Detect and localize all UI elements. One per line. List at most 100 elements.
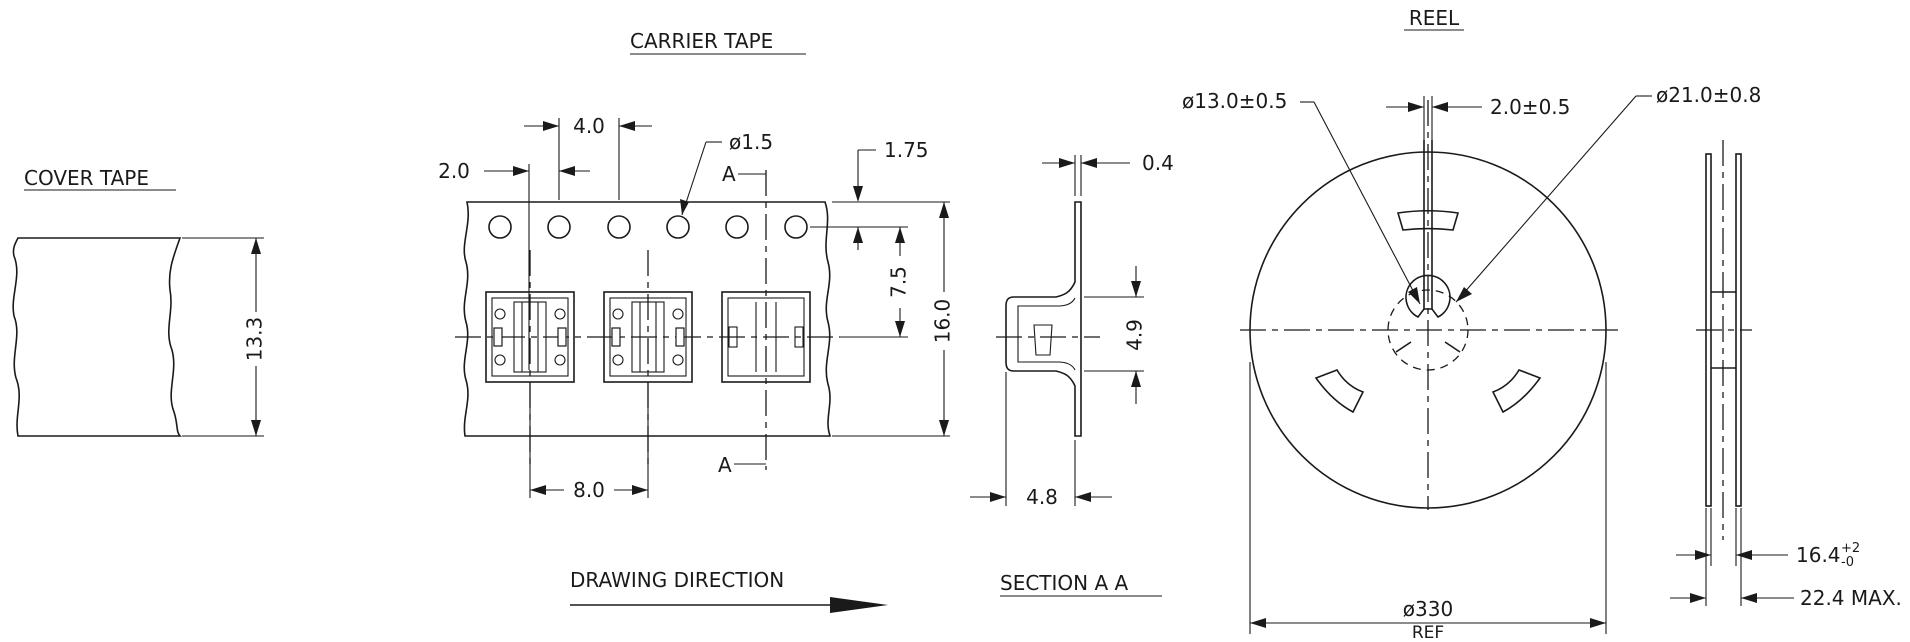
arrowhead [1590, 618, 1606, 628]
arrowhead [1131, 281, 1141, 297]
reel-window [1491, 369, 1542, 414]
cover-tape-width-label: 13.3 [243, 317, 267, 362]
hole-offset-label: 2.0 [438, 159, 470, 183]
pocket-1 [485, 291, 575, 383]
section-profile-inner [1017, 297, 1076, 371]
component-pad [494, 308, 506, 320]
component-lead [493, 327, 503, 347]
pitch-hole-label: 4.0 [573, 114, 605, 138]
component-pad [672, 354, 684, 366]
component-pad [554, 354, 566, 366]
inner-width-label: 16.4 [1796, 543, 1841, 567]
arrowhead [513, 166, 529, 176]
arrowhead [939, 420, 949, 436]
hub-key [1395, 341, 1412, 353]
spindle-leader [1455, 95, 1637, 303]
component-pad [554, 308, 566, 320]
sprocket-hole [784, 215, 808, 239]
arrowhead [1456, 287, 1472, 302]
tape-width-label: 16.0 [931, 299, 955, 344]
arrowhead [939, 202, 949, 218]
section-title: SECTION A A [1000, 571, 1129, 595]
reel-title: REEL [1409, 6, 1460, 30]
reel-diameter-label: ø330 [1403, 597, 1453, 621]
sprocket-hole [607, 215, 631, 239]
reel-hub [1405, 274, 1451, 319]
sprocket-hole [725, 215, 749, 239]
pocket-inner [609, 297, 687, 377]
arrowhead [1741, 593, 1757, 603]
arrowhead [632, 485, 648, 495]
slot-width-label: 2.0±0.5 [1490, 95, 1570, 119]
arrowhead [1736, 550, 1752, 560]
hole-diameter-label: ø1.5 [729, 130, 773, 154]
arrowhead [1432, 102, 1448, 112]
inner-width-tolerance-plus: +2 [1841, 541, 1860, 556]
component-pad [612, 308, 624, 320]
arrowhead [1695, 550, 1711, 560]
arrowhead [990, 492, 1006, 502]
pocket-recess [794, 326, 804, 348]
arrowhead [1131, 371, 1141, 387]
arrowhead [251, 420, 261, 436]
pocket-recess [728, 326, 738, 348]
reel-window [1396, 209, 1460, 231]
drawing-direction-label: DRAWING DIRECTION [570, 568, 784, 592]
hub-diameter-label: ø13.0±0.5 [1182, 89, 1287, 113]
arrowhead [1250, 618, 1266, 628]
arrowhead [680, 199, 689, 215]
arrowhead [895, 227, 905, 243]
component-body [513, 301, 547, 373]
sprocket-holes [488, 215, 808, 239]
sprocket-hole [547, 215, 571, 239]
carrier-tape-view: CARRIER TAPE [438, 29, 955, 613]
hub-slot [1423, 140, 1433, 309]
outer-width-label: 22.4 MAX. [1800, 586, 1902, 610]
arrowhead [853, 227, 863, 243]
section-pocket-feature [1033, 324, 1053, 356]
hub-leader [1313, 101, 1421, 305]
inner-width-tolerance-minus: -0 [1841, 555, 1854, 570]
component-lead [611, 327, 621, 347]
edge-to-hole-label: 1.75 [884, 138, 929, 162]
reel-diameter-note: REF [1412, 623, 1444, 642]
pocket-3-empty [721, 291, 811, 383]
arrowhead [559, 166, 575, 176]
section-mark-bottom: A [718, 453, 732, 477]
pocket-inner [727, 297, 805, 377]
arrowhead [619, 121, 635, 131]
cover-tape-view: COVER TAPE 13.3 [12, 166, 267, 437]
hub-key [1444, 341, 1461, 353]
arrowhead [853, 186, 863, 202]
arrowhead [1075, 492, 1091, 502]
section-mark-top: A [722, 162, 736, 186]
thickness-label: 0.4 [1142, 151, 1174, 175]
component-pad [672, 308, 684, 320]
arrowhead [1059, 158, 1075, 168]
reel-side-view: 16.4 +2 -0 22.4 MAX. [1670, 140, 1902, 610]
spindle-diameter-label: ø21.0±0.8 [1656, 83, 1761, 107]
arrowhead [543, 121, 559, 131]
component-lead [557, 327, 567, 347]
pocket-outer [721, 291, 811, 383]
component-pad [612, 354, 624, 366]
pocket-pitch-label: 8.0 [573, 478, 605, 502]
section-profile [1005, 201, 1082, 437]
pocket-height-label: 4.8 [1026, 485, 1058, 509]
reel-front-view: REEL ø13.0±0.5 2.0±0.5 ø21.0±0.8 [1182, 6, 1761, 642]
arrowhead [1408, 102, 1424, 112]
arrowhead [895, 321, 905, 337]
cover-tape-outline [12, 237, 182, 437]
carrier-tape-outline [463, 201, 832, 437]
arrowhead [1081, 158, 1097, 168]
section-a-a-view: 0.4 4.9 4.8 SECTION A A [970, 151, 1174, 597]
carrier-tape-title: CARRIER TAPE [630, 29, 773, 53]
hole-to-center-label: 7.5 [887, 266, 911, 298]
component-pad [494, 354, 506, 366]
sprocket-hole [488, 215, 512, 239]
component-body [631, 301, 665, 373]
pocket-2 [603, 291, 693, 383]
arrowhead [1690, 593, 1706, 603]
sprocket-hole [666, 215, 690, 239]
